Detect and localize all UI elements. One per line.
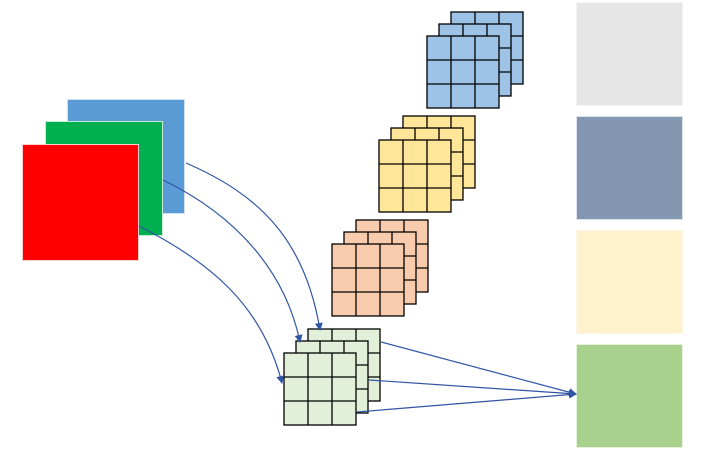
kernel-layer	[283, 352, 357, 426]
kernel-square	[378, 139, 452, 213]
red-channel-arrow	[138, 225, 285, 384]
slate-feature-map	[576, 116, 683, 220]
gray-feature-map	[576, 2, 683, 106]
output-arrow-1	[380, 341, 577, 397]
kernel-layer	[378, 139, 452, 213]
red-input-channel	[22, 144, 139, 261]
kernel-square	[283, 352, 357, 426]
kernel-layer	[426, 35, 500, 109]
output-arrow-2	[368, 379, 577, 398]
cream-feature-map	[576, 230, 683, 334]
kernel-layer	[331, 243, 405, 317]
output-arrow-3	[356, 390, 577, 413]
yellow-kernel-stack	[378, 115, 476, 213]
green-channel-arrow	[162, 179, 303, 343]
orange-kernel-stack	[331, 219, 429, 317]
kernel-square	[426, 35, 500, 109]
blue-kernel-stack	[426, 11, 524, 109]
green-kernel-stack	[283, 328, 381, 426]
blue-channel-arrow	[185, 162, 323, 331]
kernel-square	[331, 243, 405, 317]
